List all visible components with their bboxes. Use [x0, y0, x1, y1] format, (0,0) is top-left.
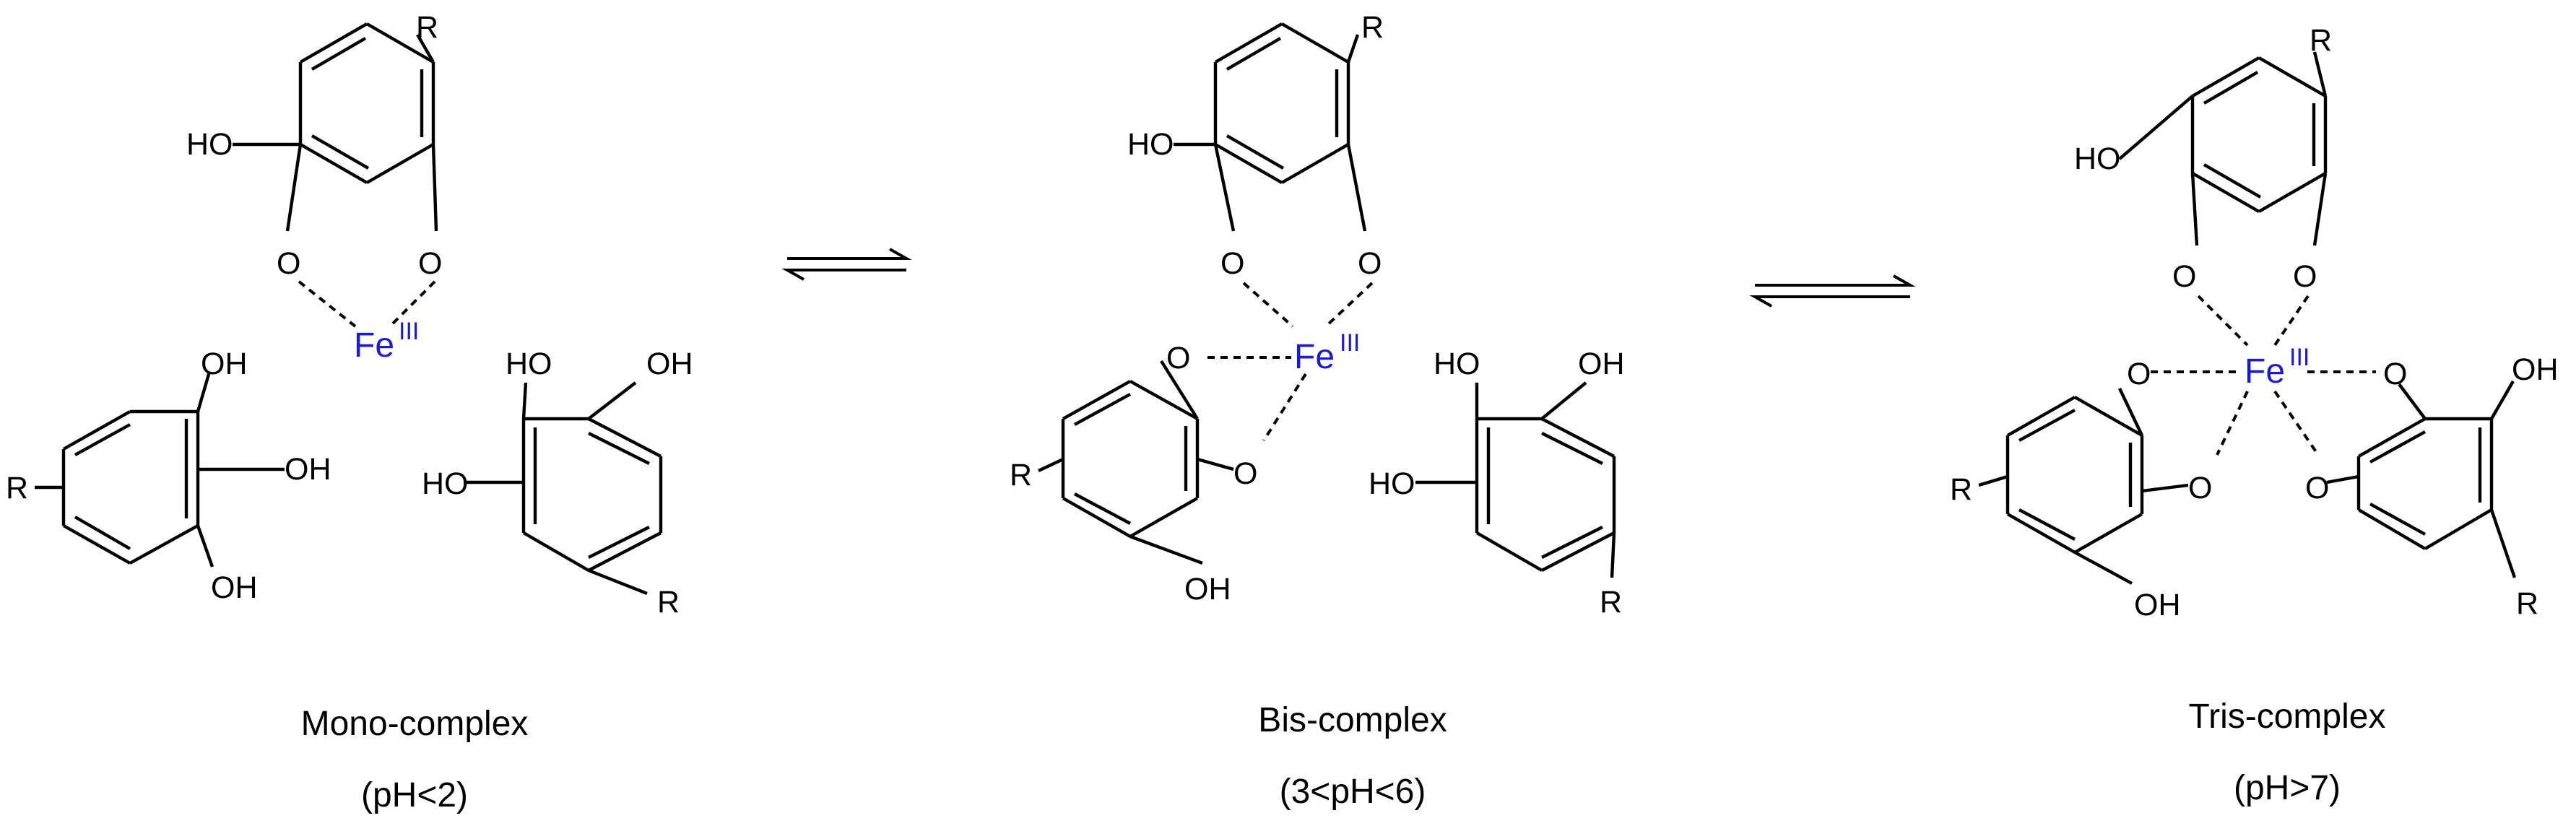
tris-top-left-o-label: O [2172, 259, 2196, 294]
bis-bottom-r-label: R [1010, 458, 1032, 492]
mono-fe-oxidation-state: III [399, 318, 419, 345]
bis-complex-structure: R HO O O Fe III O O O [1010, 10, 1625, 811]
bis-free-ho-side-label: HO [1369, 466, 1415, 501]
tris-fe-oxidation-state: III [2289, 344, 2310, 371]
tris-right-oh-label: OH [2512, 352, 2559, 387]
mono-fe-gallol-ligand: R HO O O [186, 10, 442, 281]
bis-free-ho-top-label: HO [1434, 347, 1480, 381]
mono-complex-structure: R HO O O Fe III OH OH OH [6, 10, 693, 814]
tris-right-top-o-label: O [2383, 357, 2407, 391]
mono-free-gallol-right: HO OH HO R [422, 347, 693, 620]
mono-complex-condition: (pH<2) [361, 776, 468, 814]
mono-left-oh-middle-label: OH [285, 452, 331, 487]
mono-right-r-label: R [657, 585, 680, 620]
bis-iron-center: Fe III [1294, 329, 1360, 376]
equilibrium-arrow-bis-tris [1749, 274, 1916, 308]
bis-top-left-o-label: O [1220, 246, 1244, 281]
mono-left-r-label: R [6, 471, 28, 505]
mono-complex-caption: Mono-complex [301, 705, 529, 743]
bis-fe-label: Fe [1294, 338, 1335, 376]
tris-iron-center: Fe III [2245, 344, 2310, 391]
tris-top-right-o-label: O [2293, 259, 2317, 294]
tris-left-oh-label: OH [2134, 588, 2181, 622]
bis-bottom-side-o-label: O [1233, 456, 1257, 491]
tris-top-ligand: R HO O O [2074, 23, 2332, 294]
bis-free-gallol: HO OH HO R [1369, 347, 1625, 620]
tris-left-ligand: O O OH R [1950, 357, 2212, 622]
tris-left-r-label: R [1950, 472, 1972, 507]
mono-top-ho-label: HO [186, 127, 233, 162]
mono-fe-label: Fe [354, 326, 394, 365]
tris-complex-structure: R HO O O Fe III O [1950, 23, 2559, 807]
tris-right-side-o-label: O [2305, 471, 2329, 505]
tris-fe-label: Fe [2245, 352, 2285, 391]
mono-right-ho-side-label: HO [422, 466, 469, 501]
mono-right-oh-top-label: OH [646, 347, 693, 381]
bis-bottom-top-o-label: O [1166, 341, 1190, 375]
tris-top-ho-label: HO [2074, 142, 2121, 176]
bis-top-ho-label: HO [1127, 127, 1174, 162]
mono-right-ho-top-label: HO [506, 347, 552, 381]
tris-right-r-label: R [2516, 586, 2538, 621]
bis-fe-oxidation-state: III [1340, 329, 1360, 357]
bis-bottom-ligand: O O OH R [1010, 341, 1257, 607]
mono-top-r-label: R [416, 10, 438, 45]
mono-free-gallol-left: OH OH OH R [6, 347, 331, 605]
bis-free-oh-top-label: OH [1578, 347, 1625, 381]
bis-top-ligand: R HO O O [1127, 10, 1384, 281]
bis-complex-caption: Bis-complex [1258, 701, 1447, 739]
tris-left-top-o-label: O [2127, 357, 2151, 391]
bis-complex-condition: (3<pH<6) [1280, 773, 1426, 811]
bis-bottom-oh-label: OH [1184, 572, 1231, 607]
bis-top-r-label: R [1361, 10, 1384, 45]
tris-complex-condition: (pH>7) [2234, 769, 2341, 807]
mono-left-o-label: O [277, 246, 300, 281]
mono-left-oh-top-label: OH [201, 347, 248, 381]
tris-left-side-o-label: O [2188, 471, 2212, 505]
tris-top-r-label: R [2310, 23, 2332, 58]
bis-top-right-o-label: O [1358, 246, 1382, 281]
mono-iron-center: Fe III [354, 318, 419, 365]
mono-right-o-label: O [418, 246, 442, 281]
tris-right-ligand: O OH O R [2305, 352, 2559, 621]
tris-complex-caption: Tris-complex [2189, 697, 2386, 736]
equilibrium-arrow-mono-bis [781, 248, 912, 281]
bis-free-r-label: R [1600, 585, 1622, 620]
mono-left-oh-bottom-label: OH [211, 570, 258, 605]
